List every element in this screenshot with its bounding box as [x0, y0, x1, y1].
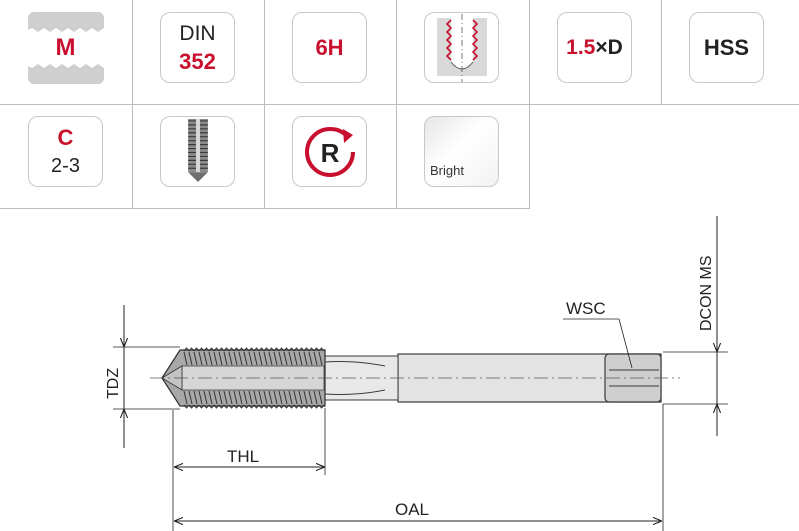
- wsc-label: WSC: [566, 299, 606, 318]
- tolerance-cell: 6H: [264, 0, 396, 104]
- grid-line-v4: [529, 0, 530, 208]
- oal-label: OAL: [395, 500, 429, 519]
- dcon-label: DCON MS: [698, 255, 715, 331]
- hole-type-tile: [424, 12, 499, 83]
- thread-depth-value: 1.5: [566, 35, 596, 59]
- blind-hole-icon: [436, 13, 487, 82]
- grid-line-v2: [264, 0, 265, 208]
- coating-tile: Bright: [424, 116, 499, 187]
- tap-form-cell: [132, 104, 264, 208]
- grid-line-v1: [132, 0, 133, 208]
- standard-label: DIN: [179, 21, 216, 45]
- hole-type-cell: [396, 0, 529, 104]
- standard-cell: DIN 352: [132, 0, 264, 104]
- straight-flute-tap-icon: [187, 118, 208, 183]
- right-hand-rotation-icon: R: [304, 126, 355, 177]
- tolerance-tile: 6H: [292, 12, 367, 83]
- thl-label: THL: [227, 447, 259, 466]
- rotation-cell: R: [264, 104, 396, 208]
- chamfer-cell: C 2-3: [0, 104, 132, 208]
- tolerance-value: 6H: [315, 34, 344, 60]
- thread-depth-times: ×: [595, 35, 608, 59]
- coating-cell: Bright: [396, 104, 529, 208]
- tdz-label: TDZ: [105, 368, 122, 399]
- chamfer-range: 2-3: [51, 154, 80, 177]
- grid-line-v5: [661, 0, 662, 104]
- tolerance-label: 6H: [315, 35, 343, 61]
- thread-profile-icon: [28, 12, 104, 84]
- thread-depth-unit: D: [607, 35, 623, 59]
- grid-line-h1: [0, 104, 799, 105]
- thread-depth-label: 1.5×D: [566, 36, 623, 60]
- grid-line-h2: [0, 208, 530, 209]
- thread-depth-cell: 1.5×D: [529, 0, 661, 104]
- chamfer-letter: C: [57, 124, 74, 150]
- thread-type-cell: M: [0, 0, 132, 104]
- rotation-letter: R: [320, 138, 339, 168]
- chamfer-tile: C 2-3: [28, 116, 103, 187]
- tap-form-tile: [160, 116, 235, 187]
- standard-tile: DIN 352: [160, 12, 235, 83]
- coating-label: Bright: [430, 163, 464, 178]
- rotation-tile: R: [292, 116, 367, 187]
- thread-depth-tile: 1.5×D: [557, 12, 632, 83]
- thread-type-tile: M: [28, 12, 104, 84]
- material-tile: HSS: [689, 12, 764, 83]
- material-cell: HSS: [661, 0, 799, 104]
- thread-type-label: M: [55, 33, 76, 61]
- material-label: HSS: [703, 34, 750, 60]
- standard-number: 352: [179, 48, 216, 74]
- thread-teeth: [183, 347, 325, 409]
- grid-line-v3: [396, 0, 397, 208]
